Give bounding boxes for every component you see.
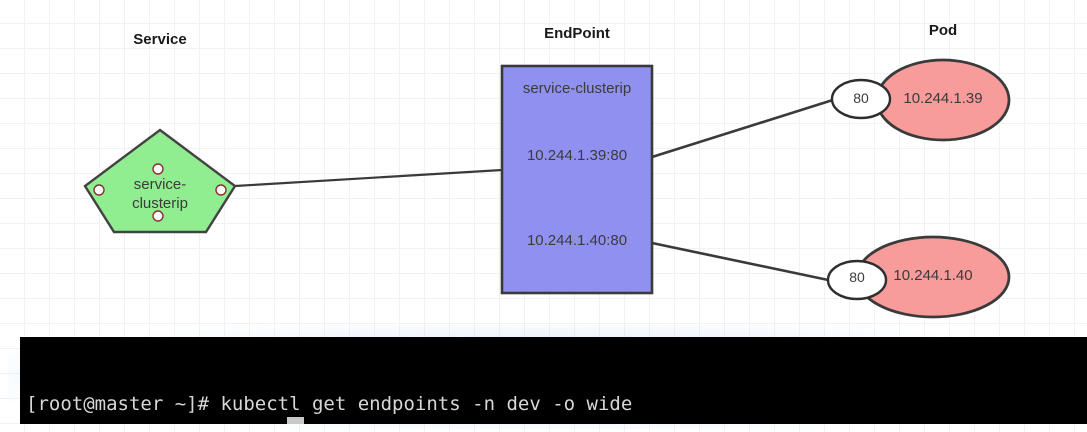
terminal-cursor [287,417,304,424]
diagram-shapes [83,58,1011,319]
column-title-service: Service [133,31,187,48]
column-title-endpoint: EndPoint [544,25,610,42]
pentagon-handle-top[interactable] [152,163,164,175]
connector-service-to-endpoint [234,168,503,188]
pentagon-handle-bottom[interactable] [152,210,164,222]
terminal-prompt: [root@master ~]# [26,393,221,415]
column-title-pod: Pod [928,22,958,39]
pod2-port-badge-shape[interactable] [826,259,888,301]
terminal-window[interactable]: [root@master ~]# kubectl get endpoints -… [20,337,1087,424]
pod1-shape[interactable] [875,58,1011,142]
pentagon-handle-right[interactable] [215,184,227,196]
connector-endpoint-to-pod2 [651,241,834,283]
endpoint-box-shape[interactable] [500,64,654,295]
terminal-command: kubectl get endpoints -n dev -o wide [220,393,633,415]
connector-endpoint-to-pod1 [651,97,837,159]
service-pentagon-shape[interactable] [83,128,237,234]
terminal-command-line: [root@master ~]# kubectl get endpoints -… [20,391,1087,418]
pentagon-handle-left[interactable] [93,184,105,196]
pod1-port-badge-shape[interactable] [830,78,892,120]
